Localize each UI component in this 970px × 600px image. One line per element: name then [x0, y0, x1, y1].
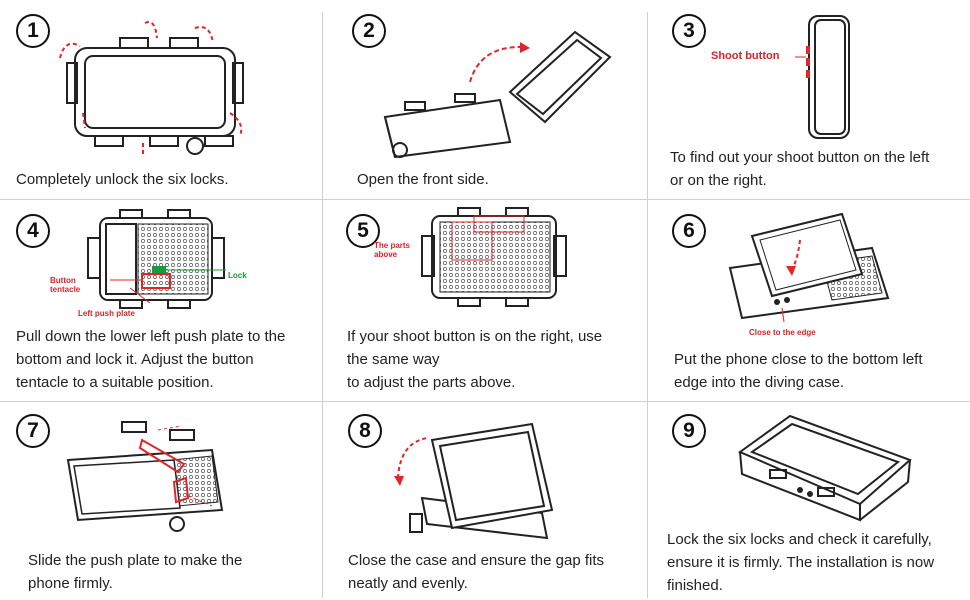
divider-h2: [0, 401, 970, 402]
caption-line: Lock the six locks and check it carefull…: [667, 531, 932, 548]
step-1-caption: Completely unlock the six locks.: [16, 168, 229, 191]
label-line: The parts: [374, 241, 411, 250]
step-9-caption: Lock the six locks and check it carefull…: [667, 528, 934, 597]
step-6-caption: Put the phone close to the bottom left e…: [674, 348, 923, 394]
step-6-case-illustration: [728, 212, 890, 323]
step-3-phone-illustration: [795, 15, 850, 139]
caption-line: to adjust the parts above.: [347, 374, 516, 391]
divider-v2: [647, 12, 648, 598]
step-8-case-illustration: [394, 422, 554, 540]
step-7-caption: Slide the push plate to make the phone f…: [28, 549, 242, 595]
caption-line: tentacle to a suitable position.: [16, 374, 214, 391]
caption-line: To find out your shoot button on the lef…: [670, 149, 930, 166]
caption-line: edge into the diving case.: [674, 374, 845, 391]
label-line: Button: [50, 276, 76, 285]
step-9-number: 9: [672, 414, 706, 448]
caption-line: the same way: [347, 351, 440, 368]
step-7-case-illustration: [66, 421, 224, 532]
caption-line: neatly and evenly.: [348, 575, 468, 592]
caption-line: Slide the push plate to make the: [28, 552, 243, 569]
caption-line: ensure it is firmly. The installation is…: [667, 554, 935, 571]
caption-line: phone firmly.: [28, 575, 113, 592]
shoot-button-label: Shoot button: [711, 50, 780, 62]
caption-line: Completely unlock the six locks.: [16, 171, 229, 188]
left-push-plate-label: Left push plate: [78, 309, 135, 318]
step-8-number: 8: [348, 414, 382, 448]
step-3-number: 3: [672, 14, 706, 48]
step-9-case-illustration: [737, 414, 912, 522]
step-5-number: 5: [346, 214, 380, 248]
divider-h1: [0, 199, 970, 200]
caption-line: Close the case and ensure the gap fits: [348, 552, 604, 569]
step-3-caption: To find out your shoot button on the lef…: [670, 146, 929, 192]
step-1-case-illustration: [59, 21, 244, 156]
label-line: tentacle: [50, 285, 81, 294]
step-6-number: 6: [672, 214, 706, 248]
step-5-case-illustration: [421, 207, 567, 307]
close-to-edge-label: Close to the edge: [749, 328, 816, 337]
caption-line: Pull down the lower left push plate to t…: [16, 328, 286, 345]
step-1-number: 1: [16, 14, 50, 48]
caption-line: or on the right.: [670, 172, 767, 189]
lock-label: Lock: [228, 271, 247, 280]
step-2-caption: Open the front side.: [357, 168, 489, 191]
parts-above-label: The parts above: [374, 241, 410, 259]
caption-line: Put the phone close to the bottom left: [674, 351, 923, 368]
button-tentacle-label: Button tentacle: [50, 276, 80, 294]
caption-line: finished.: [667, 577, 723, 594]
divider-v1: [322, 12, 323, 598]
caption-line: Open the front side.: [357, 171, 489, 188]
caption-line: bottom and lock it. Adjust the button: [16, 351, 254, 368]
step-7-number: 7: [16, 414, 50, 448]
step-4-case-illustration: [87, 209, 226, 309]
step-2-case-illustration: [383, 30, 612, 159]
step-4-caption: Pull down the lower left push plate to t…: [16, 325, 285, 394]
step-8-caption: Close the case and ensure the gap fits n…: [348, 549, 604, 595]
caption-line: If your shoot button is on the right, us…: [347, 328, 603, 345]
label-line: above: [374, 250, 398, 259]
step-4-number: 4: [16, 214, 50, 248]
step-2-number: 2: [352, 14, 386, 48]
step-5-caption: If your shoot button is on the right, us…: [347, 325, 602, 394]
